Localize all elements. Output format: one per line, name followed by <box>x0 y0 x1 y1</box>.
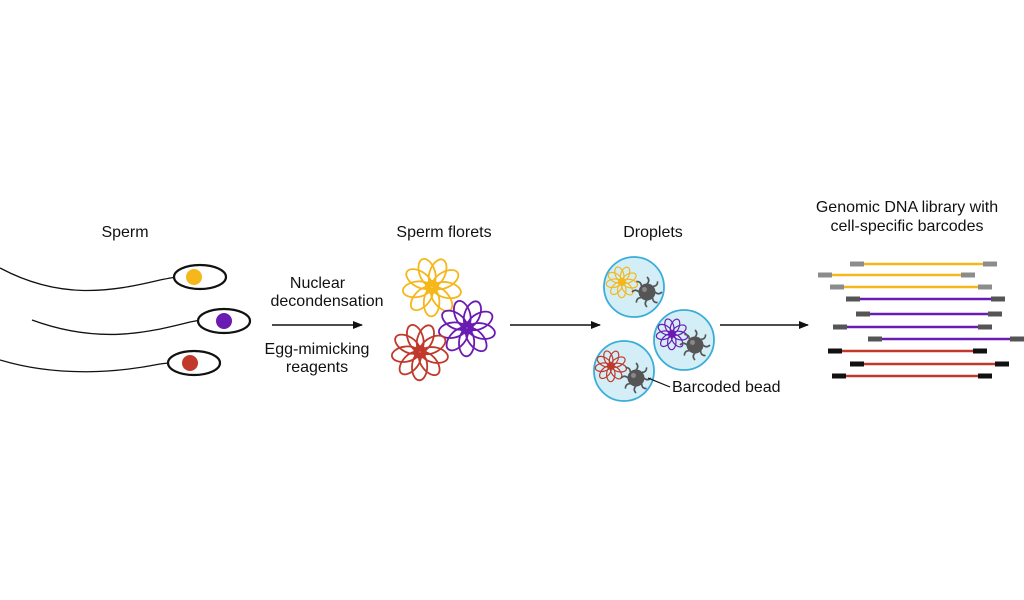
sperm-label: Sperm <box>101 224 149 241</box>
sperm-group <box>0 263 252 377</box>
droplet-icon <box>603 256 665 318</box>
dna-fragment-icon <box>850 361 1009 367</box>
barcode-tag <box>978 284 992 290</box>
barcode-tag <box>961 272 975 278</box>
dna-library-group <box>818 261 1024 379</box>
nucleus-yellow <box>186 269 202 285</box>
dna-fragment-icon <box>830 284 992 290</box>
floret-icon <box>605 266 639 299</box>
floret-icon <box>438 299 496 358</box>
floret-icon <box>594 350 628 383</box>
barcode-tag <box>850 361 864 367</box>
barcode-tag <box>978 373 992 379</box>
florets-label: Sperm florets <box>396 224 492 241</box>
barcode-tag <box>850 261 864 267</box>
library-title-line1: Genomic DNA library with <box>815 199 999 216</box>
library-title-line2: cell-specific barcodes <box>830 218 984 235</box>
sperm-cell-icon <box>0 263 228 292</box>
step-nuclear-label: Nuclear <box>289 275 346 292</box>
barcode-tag <box>991 296 1005 302</box>
dna-fragment-icon <box>850 261 997 267</box>
barcode-tag <box>978 324 992 330</box>
sperm-cell-icon <box>31 307 252 336</box>
barcode-tag <box>1010 336 1024 342</box>
barcode-tag <box>983 261 997 267</box>
barcode-tag <box>973 348 987 354</box>
barcoded-bead-icon <box>620 362 652 394</box>
barcode-tag <box>833 324 847 330</box>
barcoded-bead-icon <box>679 329 711 361</box>
barcode-tag <box>856 311 870 317</box>
bead-callout-line <box>647 377 671 388</box>
nucleus-purple <box>216 313 232 329</box>
step-reagents-label: reagents <box>285 359 349 376</box>
nucleus-red <box>182 355 198 371</box>
droplets-label: Droplets <box>623 224 683 241</box>
dna-fragment-icon <box>846 296 1005 302</box>
barcode-tag <box>846 296 860 302</box>
barcode-tag <box>995 361 1009 367</box>
sperm-cell-icon <box>0 349 222 377</box>
floret-icon <box>391 323 449 382</box>
droplet-icon <box>653 309 715 371</box>
droplets-group <box>593 256 715 402</box>
dna-fragment-icon <box>828 348 987 354</box>
barcode-tag <box>828 348 842 354</box>
step-egg-mimicking-label: Egg-mimicking <box>264 341 370 358</box>
dna-fragment-icon <box>868 336 1024 342</box>
barcode-tag <box>830 284 844 290</box>
barcoded-bead-icon <box>631 276 663 308</box>
dna-fragment-icon <box>856 311 1002 317</box>
dna-fragment-icon <box>832 373 992 379</box>
droplet-icon <box>593 340 655 402</box>
sperm-florets-group <box>391 257 496 382</box>
dna-fragment-icon <box>833 324 992 330</box>
floret-icon <box>655 318 689 351</box>
step-decondensation-label: decondensation <box>270 293 384 310</box>
barcode-tag <box>868 336 882 342</box>
barcoded-bead-label: Barcoded bead <box>672 379 781 396</box>
barcode-tag <box>832 373 846 379</box>
barcode-tag <box>818 272 832 278</box>
barcode-tag <box>988 311 1002 317</box>
dna-fragment-icon <box>818 272 975 278</box>
